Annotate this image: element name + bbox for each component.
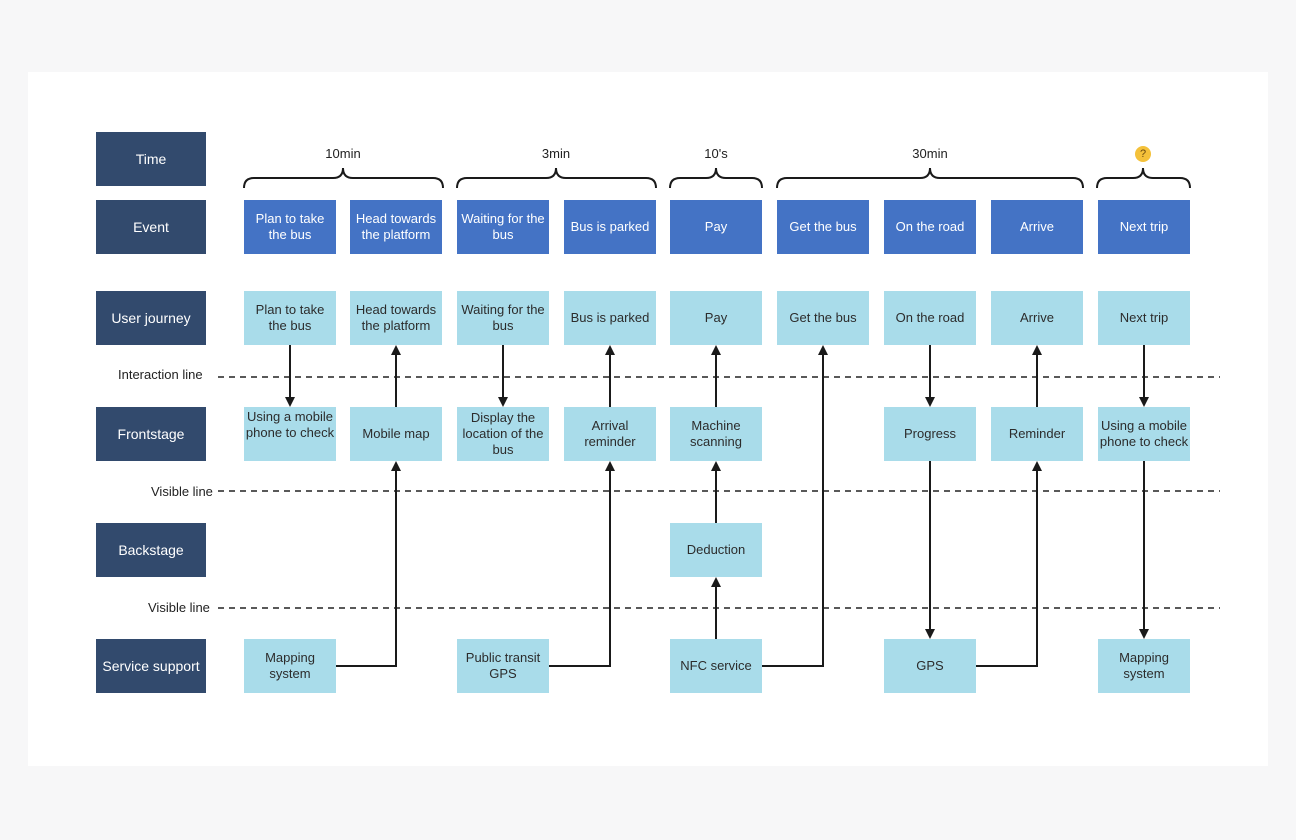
frontstage-box: Reminder <box>991 407 1083 461</box>
row-label-backstage: Backstage <box>96 523 206 577</box>
row-label-user-journey: User journey <box>96 291 206 345</box>
frontstage-box: Display the location of the bus <box>457 407 549 461</box>
user-journey-box: Pay <box>670 291 762 345</box>
user-journey-box: Next trip <box>1098 291 1190 345</box>
user-journey-box: Arrive <box>991 291 1083 345</box>
user-journey-box: Head towards the platform <box>350 291 442 345</box>
service-support-box: NFC service <box>670 639 762 693</box>
service-support-box: Mapping system <box>1098 639 1190 693</box>
thinking-face-icon: ? <box>1135 145 1151 162</box>
frontstage-box: Mobile map <box>350 407 442 461</box>
service-support-box: Mapping system <box>244 639 336 693</box>
event-box: Get the bus <box>777 200 869 254</box>
row-label-service-support: Service support <box>96 639 206 693</box>
row-label-time: Time <box>96 132 206 186</box>
service-support-box: GPS <box>884 639 976 693</box>
event-box: Pay <box>670 200 762 254</box>
row-label-frontstage: Frontstage <box>96 407 206 461</box>
visible-line-label-2: Visible line <box>148 600 210 615</box>
frontstage-box: Machine scanning <box>670 407 762 461</box>
time-label-10s: 10's <box>704 146 728 161</box>
event-box: Plan to take the bus <box>244 200 336 254</box>
event-box: Head towards the platform <box>350 200 442 254</box>
row-label-event: Event <box>96 200 206 254</box>
event-box: Next trip <box>1098 200 1190 254</box>
event-box: On the road <box>884 200 976 254</box>
user-journey-box: Bus is parked <box>564 291 656 345</box>
event-box: Waiting for the bus <box>457 200 549 254</box>
frontstage-box: Using a mobile phone to check <box>1098 407 1190 461</box>
time-label-30min: 30min <box>912 146 948 161</box>
service-support-box: Public transit GPS <box>457 639 549 693</box>
user-journey-box: Waiting for the bus <box>457 291 549 345</box>
interaction-line-label: Interaction line <box>118 367 203 382</box>
user-journey-box: Get the bus <box>777 291 869 345</box>
time-label-3min: 3min <box>541 146 571 161</box>
user-journey-box: On the road <box>884 291 976 345</box>
frontstage-box: Using a mobile phone to check <box>244 407 336 461</box>
frontstage-box: Progress <box>884 407 976 461</box>
backstage-box: Deduction <box>670 523 762 577</box>
visible-line-label: Visible line <box>151 484 213 499</box>
time-label-10min: 10min <box>325 146 361 161</box>
user-journey-box: Plan to take the bus <box>244 291 336 345</box>
event-box: Bus is parked <box>564 200 656 254</box>
event-box: Arrive <box>991 200 1083 254</box>
frontstage-box: Arrival reminder <box>564 407 656 461</box>
